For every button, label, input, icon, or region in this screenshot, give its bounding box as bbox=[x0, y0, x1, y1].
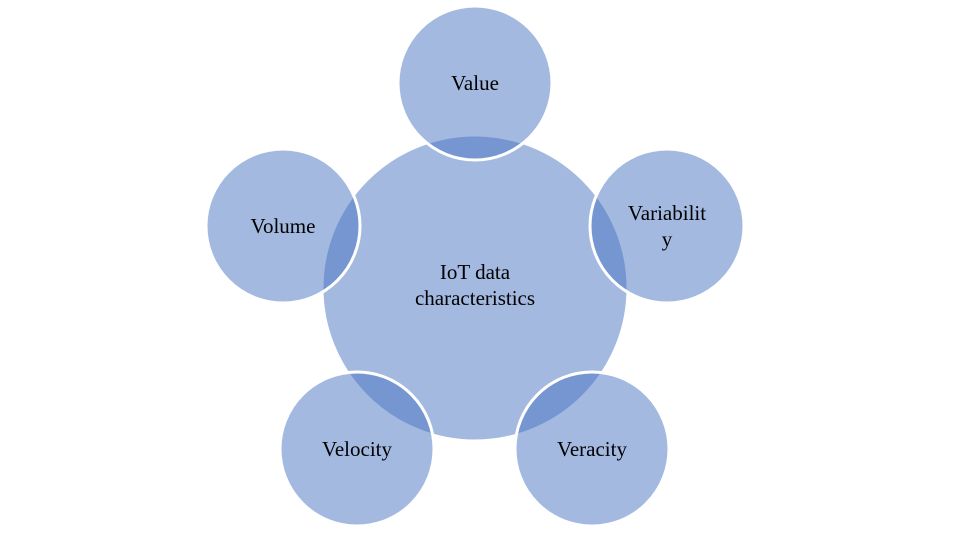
node-label-veracity: Veracity bbox=[557, 437, 627, 461]
node-circle-volume bbox=[204, 147, 362, 305]
node-label-value: Value bbox=[451, 71, 499, 95]
node-circle-veracity bbox=[513, 370, 671, 528]
node-circle-velocity bbox=[278, 370, 436, 528]
node-label-volume: Volume bbox=[251, 214, 316, 238]
node-circle-value bbox=[396, 4, 554, 162]
node-label-velocity: Velocity bbox=[322, 437, 392, 461]
node-circle-variability bbox=[588, 147, 746, 305]
